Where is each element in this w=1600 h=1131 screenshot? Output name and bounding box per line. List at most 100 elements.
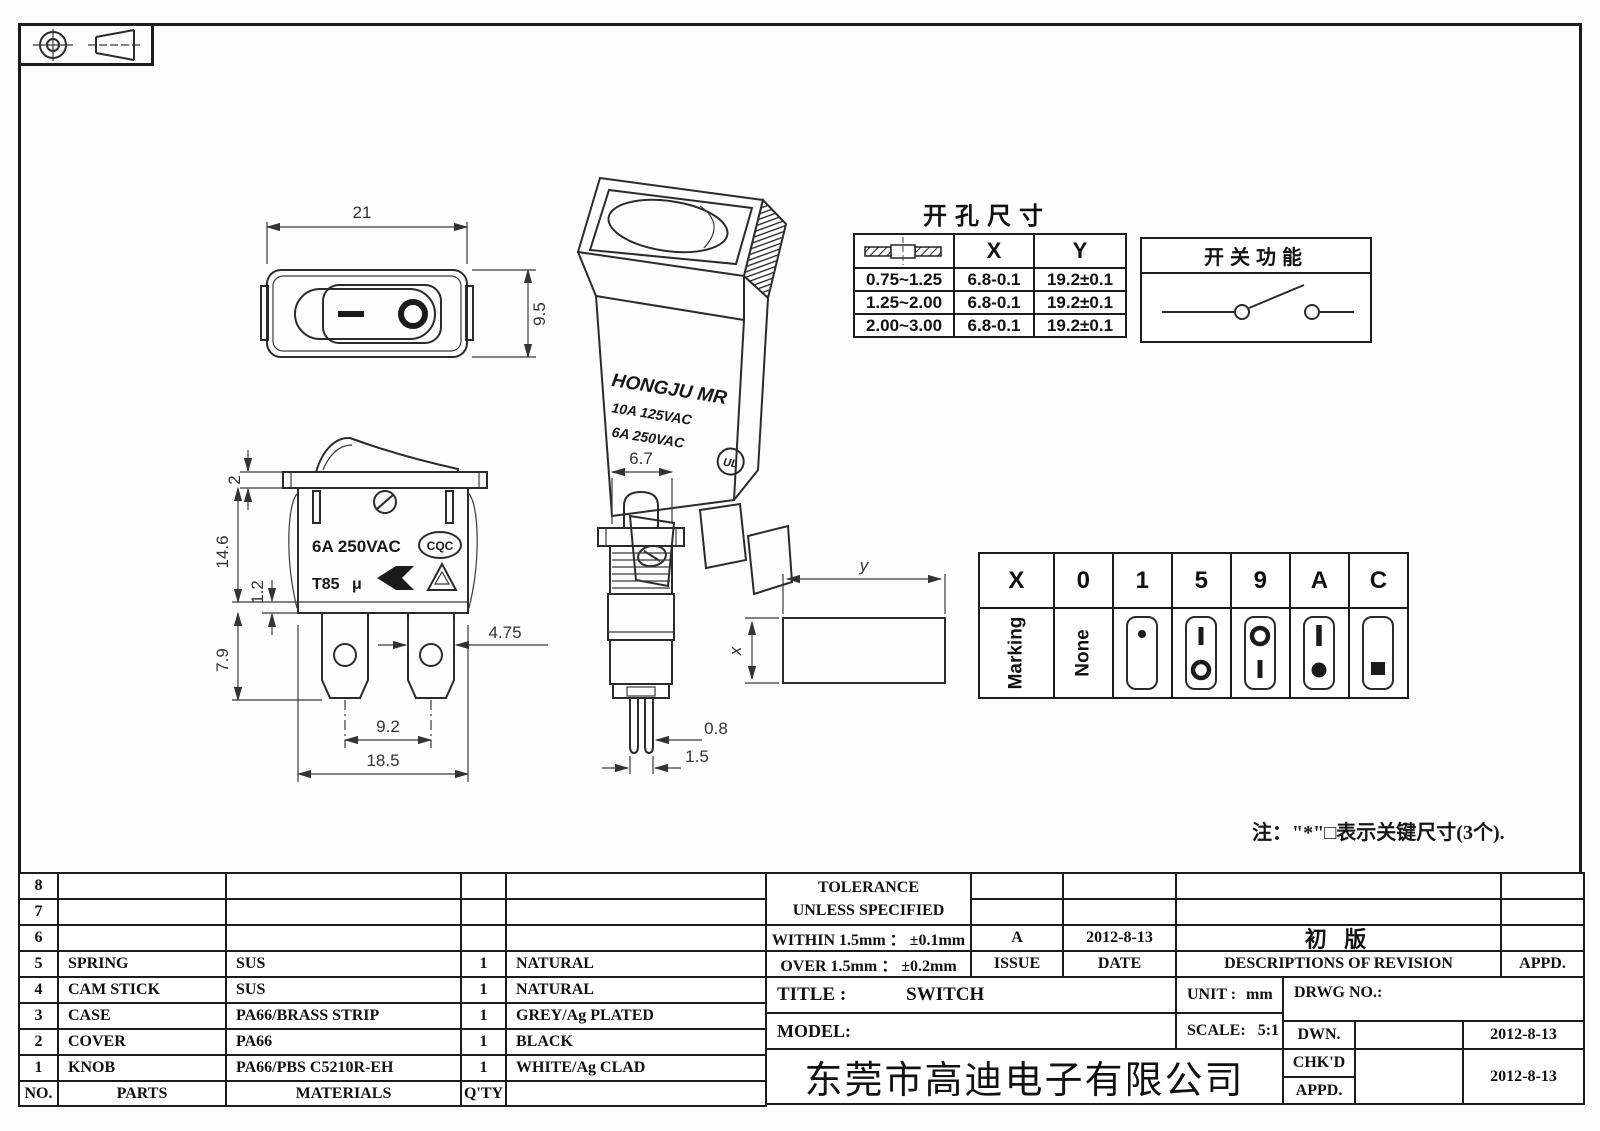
bom-parts [57, 924, 227, 952]
issue-value-cell: A [970, 924, 1064, 952]
dim-step: 1.2 [248, 580, 267, 604]
bom-no: 2 [18, 1028, 59, 1056]
dim-top-height: 9.5 [530, 302, 549, 326]
marking-header: 0 [1052, 552, 1114, 609]
company-name-cell: 东莞市高迪电子有限公司 [765, 1048, 1284, 1105]
hole-row-y: 19.2±0.1 [1033, 290, 1127, 315]
revision-empty-cell [1175, 872, 1502, 900]
bom-no: 3 [18, 1002, 59, 1030]
marking-header: 5 [1170, 552, 1232, 609]
bom-color: WHITE/Ag CLAD [505, 1054, 767, 1082]
model-cell: MODEL: [765, 1012, 1177, 1050]
bom-qty: 1 [460, 976, 507, 1004]
revision-empty-cell [1500, 872, 1585, 900]
bom-no: 6 [18, 924, 59, 952]
marking-option-1-cell [1111, 607, 1173, 699]
rocker-on-mark [338, 311, 364, 317]
marking-header: A [1288, 552, 1350, 609]
bom-qty [460, 898, 507, 926]
table-row: 5 SPRING SUS 1 NATURAL [18, 950, 767, 978]
tolerance-within-cell: WITHIN 1.5mm ： ±0.1mm [765, 924, 972, 952]
first-angle-projection-icon [33, 29, 142, 61]
revision-empty-cell [970, 898, 1064, 926]
revision-empty-cell [970, 872, 1064, 900]
hole-row-x: 6.8-0.1 [953, 267, 1035, 292]
bom-materials: PA66 [225, 1028, 462, 1056]
switch-function-title: 开关功能 [1142, 239, 1370, 274]
table-row: 6 [18, 924, 767, 952]
bom-qty [460, 872, 507, 900]
bom-color [505, 924, 767, 952]
panel-cutout-view: y x [726, 556, 946, 684]
bom-color: GREY/Ag PLATED [505, 1002, 767, 1030]
ul-logo-text: UL [722, 456, 739, 470]
tolerance-header-cell: TOLERANCE UNLESS SPECIFIED [765, 872, 972, 926]
hole-row-thickness: 1.25~2.00 [853, 290, 955, 315]
bom-qty: 1 [460, 1002, 507, 1030]
bom-no: 4 [18, 976, 59, 1004]
ul-logo-icon [716, 447, 745, 476]
bom-materials [225, 898, 462, 926]
hole-row-x: 6.8-0.1 [953, 290, 1035, 315]
bom-parts: SPRING [57, 950, 227, 978]
bom-parts: KNOB [57, 1054, 227, 1082]
rating2-text: 6A 250VAC [611, 424, 687, 451]
t85-text: T85 [312, 576, 340, 593]
dim-top-width: 21 [353, 203, 372, 222]
bom-no: 1 [18, 1054, 59, 1082]
marking-none-label: None [1072, 629, 1094, 677]
bom-parts [57, 872, 227, 900]
marking-option-9-icon [1243, 616, 1276, 690]
bom-header-row: NO. PARTS MATERIALS Q'TY [18, 1080, 767, 1107]
bom-qty [460, 924, 507, 952]
marking-option-5-cell [1170, 607, 1232, 699]
revision-empty-cell [1500, 898, 1585, 926]
side-view: 6.7 0.8 1.5 [597, 449, 728, 774]
ribbed-side [742, 198, 788, 300]
chkd-signature-cell [1354, 1048, 1464, 1105]
bom-color [505, 898, 767, 926]
projection-symbol-box [18, 23, 154, 66]
bom-qty: 1 [460, 1054, 507, 1082]
dim-flange: 2 [225, 475, 244, 484]
key-dimension-note: 注："*"□表示关键尺寸(3个). [1252, 822, 1505, 844]
tolerance-line1: TOLERANCE [817, 878, 920, 896]
tolerance-over-cell: OVER 1.5mm ： ±0.2mm [765, 950, 972, 978]
bom-qty: 1 [460, 950, 507, 978]
dwn-date-cell: 2012-8-13 [1462, 1020, 1585, 1050]
title-label: TITLE : [777, 984, 847, 1005]
dwn-label-cell: DWN. [1282, 1020, 1356, 1050]
title-cell: TITLE : SWITCH [765, 976, 1177, 1014]
bom-no: 5 [18, 950, 59, 978]
hole-row-x: 6.8-0.1 [953, 313, 1035, 338]
marking-row-label-cell: Marking [978, 607, 1055, 699]
dwn-signature-cell [1354, 1020, 1464, 1050]
dim-side-width: 6.7 [629, 449, 653, 468]
spst-circuit-icon [1162, 284, 1354, 320]
table-row: 8 [18, 872, 767, 900]
hole-col-x: X [953, 233, 1035, 269]
rating1-text: 10A 125VAC [610, 399, 693, 428]
panel-thickness-symbol-cell [853, 233, 955, 269]
drawing-views: 21 9.5 HONGJU MR [213, 176, 946, 782]
revision-empty-cell [1062, 872, 1177, 900]
marking-row-label: Marking [1005, 616, 1027, 690]
bom-parts: CAM STICK [57, 976, 227, 1004]
cqc-logo-text: CQC [427, 539, 454, 553]
issue-date-cell: 2012-8-13 [1062, 924, 1177, 952]
bom-materials [225, 872, 462, 900]
marking-option-A-cell [1288, 607, 1350, 699]
triangle-mark-inner [433, 570, 451, 585]
marking-option-1-icon [1125, 616, 1158, 690]
bom-materials [225, 924, 462, 952]
switch-function-box: 开关功能 [1140, 237, 1372, 343]
table-row: 3 CASE PA66/BRASS STRIP 1 GREY/Ag PLATED [18, 1002, 767, 1030]
revision-desc-cell: 初 版 [1175, 924, 1502, 952]
chkd-label-cell: CHK'D [1282, 1048, 1356, 1078]
bom-parts: COVER [57, 1028, 227, 1056]
bom-color: NATURAL [505, 950, 767, 978]
triangle-mark-icon [426, 561, 458, 591]
marking-option-5-icon [1184, 616, 1217, 690]
unit-label: UNIT : [1187, 986, 1237, 1003]
